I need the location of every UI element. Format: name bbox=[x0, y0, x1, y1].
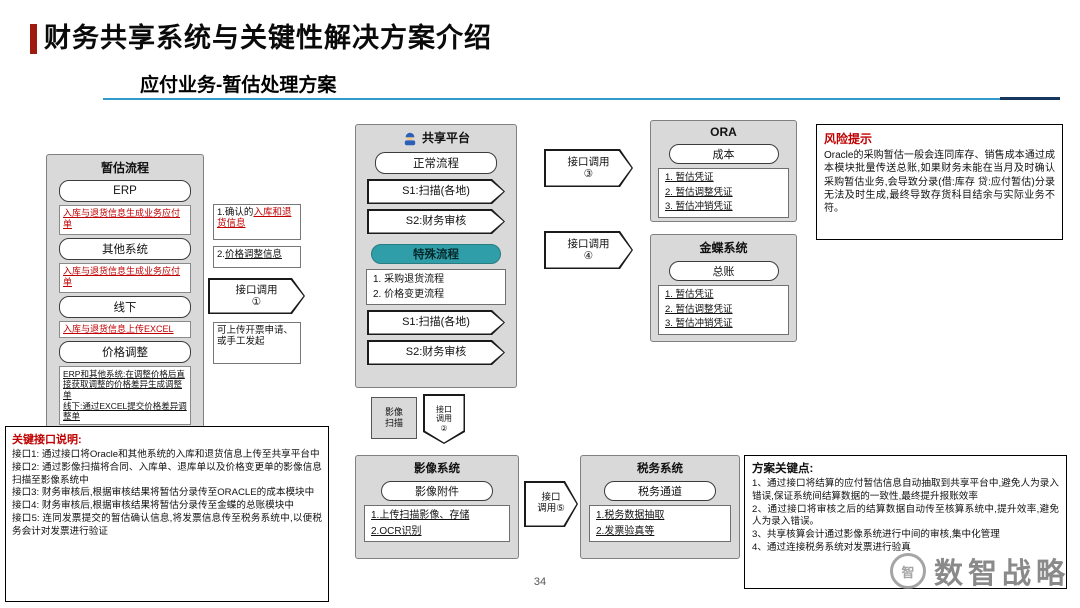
interface-call-4-label: 接口调用 ④ bbox=[546, 233, 632, 268]
key-points-title: 方案关键点: bbox=[752, 463, 814, 475]
kingdee-ledger-pill: 总账 bbox=[668, 261, 779, 281]
invoice-upload-note: 可上传开票申请、或手工发起 bbox=[213, 322, 301, 364]
title-accent-bar bbox=[30, 24, 37, 54]
special-s1-label: S1:扫描(各地) bbox=[369, 312, 504, 334]
normal-s2-arrow: S2:财务审核 bbox=[367, 209, 505, 234]
page-title: 财务共享系统与关键性解决方案介绍 bbox=[44, 23, 492, 53]
normal-s2-label: S2:财务审核 bbox=[369, 211, 504, 233]
watermark-text: 数智战略 bbox=[933, 558, 1070, 590]
interface-call-4-arrow: 接口调用 ④ bbox=[544, 231, 633, 269]
interface-call-5-arrow: 接口 调用⑤ bbox=[524, 481, 578, 527]
interface-call-2-arrow: 接口 调用 ② bbox=[423, 394, 465, 444]
tax-system-header: 税务系统 bbox=[637, 463, 683, 475]
estimate-flow-panel: 暂估流程 ERP 入库与退货信息生成业务应付单 其他系统 入库与退货信息生成业务… bbox=[46, 154, 204, 432]
special-flow-pill: 特殊流程 bbox=[371, 244, 501, 264]
special-s2-label: S2:财务审核 bbox=[369, 342, 504, 364]
brand-logo-icon: 智 bbox=[889, 553, 926, 589]
image-scan-box: 影像 扫描 bbox=[371, 397, 417, 439]
interface-notes-title: 关键接口说明: bbox=[12, 434, 82, 446]
shared-platform-title: 共享平台 bbox=[421, 131, 470, 145]
risk-warning-title: 风险提示 bbox=[824, 132, 873, 146]
risk-warning-body: Oracle的采购暂估一般会连同库存、销售成本通过成本模块批量传送总账,如果财务… bbox=[824, 150, 1055, 215]
tax-channel-pill: 税务通道 bbox=[604, 481, 716, 501]
image-system-header: 影像系统 bbox=[414, 463, 460, 475]
image-system-panel: 影像系统 影像附件 1.上传扫描影像、存储 2.OCR识别 bbox=[355, 455, 519, 559]
header-divider-line bbox=[103, 98, 1060, 100]
normal-flow-pill: 正常流程 bbox=[375, 152, 497, 174]
tax-system-items: 1.税务数据抽取 2.发票验真等 bbox=[589, 505, 731, 542]
price-adjust-info-note: 2.价格调整信息 bbox=[213, 246, 301, 268]
shared-platform-header: 共享平台 bbox=[402, 127, 470, 147]
ora-cost-pill: 成本 bbox=[668, 144, 779, 164]
ora-header: ORA bbox=[710, 125, 737, 139]
other-system-pill: 其他系统 bbox=[59, 238, 191, 260]
kingdee-items: 1. 暂估凭证 2. 暂估调整凭证 3. 暂估冲销凭证 bbox=[658, 285, 789, 336]
kingdee-header: 金蝶系统 bbox=[699, 241, 748, 255]
price-adjust-note: ERP和其他系统:在调整价格后直接获取调整的价格差异生成调整单 线下:通过EXC… bbox=[59, 365, 191, 425]
kingdee-panel: 金蝶系统 总账 1. 暂估凭证 2. 暂估调整凭证 3. 暂估冲销凭证 bbox=[650, 234, 797, 342]
interface-call-3-arrow: 接口调用 ③ bbox=[544, 149, 633, 187]
risk-warning-box: 风险提示 Oracle的采购暂估一般会连同库存、销售成本通过成本模块批量传送总账… bbox=[816, 124, 1063, 240]
normal-s1-label: S1:扫描(各地) bbox=[369, 181, 504, 203]
interface-notes-box: 关键接口说明: 接口1: 通过接口将Oracle和其他系统的入库和退货信息上传至… bbox=[5, 426, 329, 602]
erp-pill: ERP bbox=[59, 180, 191, 202]
special-flow-items: 1. 采购退货流程 2. 价格变更流程 bbox=[366, 269, 506, 305]
image-system-items: 1.上传扫描影像、存储 2.OCR识别 bbox=[364, 505, 510, 542]
interface-notes-body: 接口1: 通过接口将Oracle和其他系统的入库和退货信息上传至共享平台中 接口… bbox=[12, 449, 322, 537]
worker-icon bbox=[402, 130, 418, 146]
image-attachment-pill: 影像附件 bbox=[381, 481, 493, 501]
key-points-body: 1、通过接口将结算的应付暂估信息自动抽取到共享平台中,避免人为录入错误,保证系统… bbox=[752, 478, 1059, 553]
confirmed-info-highlight: 入库和退货信息 bbox=[217, 207, 292, 230]
shared-platform-panel: 共享平台 正常流程 S1:扫描(各地) S2:财务审核 特殊流程 1. 采购退货… bbox=[355, 124, 517, 388]
offline-note: 入库与退货信息上传EXCEL bbox=[59, 321, 191, 338]
erp-note: 入库与退货信息生成业务应付单 bbox=[59, 205, 191, 235]
special-s2-arrow: S2:财务审核 bbox=[367, 340, 505, 365]
interface-call-1-label: 接口调用 ① bbox=[210, 280, 304, 313]
confirmed-info-prefix: 1.确认的 bbox=[217, 207, 254, 218]
confirmed-info-note: 1.确认的入库和退货信息 bbox=[213, 204, 301, 240]
offline-pill: 线下 bbox=[59, 296, 191, 318]
ora-panel: ORA 成本 1. 暂估凭证 2. 暂估调整凭证 3. 暂估冲销凭证 bbox=[650, 120, 797, 222]
watermark: 智 数智战略 bbox=[889, 550, 1070, 592]
price-adjust-pill: 价格调整 bbox=[59, 340, 191, 363]
other-system-note: 入库与退货信息生成业务应付单 bbox=[59, 263, 191, 293]
price-info-text: 价格调整信息 bbox=[224, 249, 282, 260]
ora-items: 1. 暂估凭证 2. 暂估调整凭证 3. 暂估冲销凭证 bbox=[658, 168, 789, 219]
page-number: 34 bbox=[533, 576, 547, 588]
estimate-flow-header: 暂估流程 bbox=[100, 161, 149, 175]
special-s1-arrow: S1:扫描(各地) bbox=[367, 310, 505, 335]
page-subtitle: 应付业务-暂估处理方案 bbox=[140, 75, 337, 96]
interface-call-3-label: 接口调用 ③ bbox=[546, 151, 632, 186]
normal-s1-arrow: S1:扫描(各地) bbox=[367, 179, 505, 204]
interface-call-1-arrow: 接口调用 ① bbox=[208, 278, 305, 314]
header-divider-end bbox=[1000, 97, 1060, 100]
tax-system-panel: 税务系统 税务通道 1.税务数据抽取 2.发票验真等 bbox=[580, 455, 740, 559]
price-info-prefix: 2. bbox=[217, 249, 225, 260]
